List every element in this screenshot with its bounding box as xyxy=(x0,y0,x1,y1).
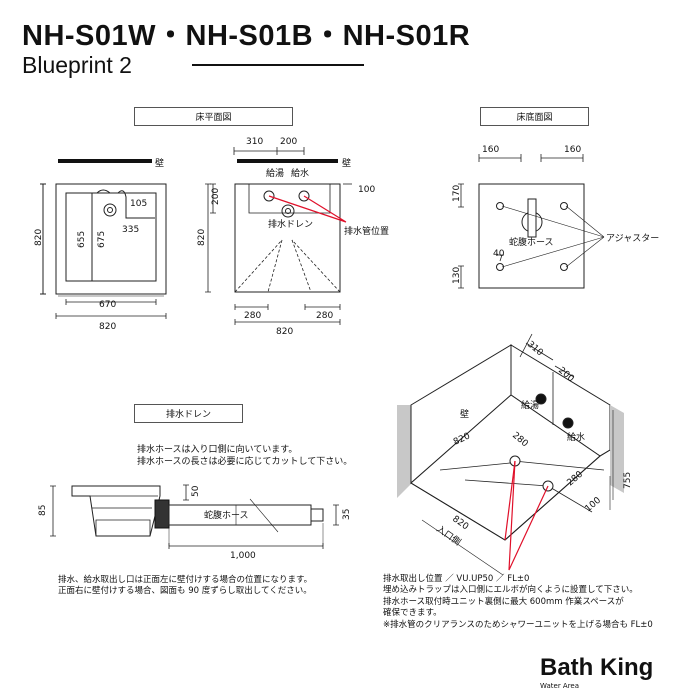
dim-right-280r: 280 xyxy=(316,311,333,321)
hose-bottom xyxy=(527,198,537,238)
floor-plan-label: 床平面図 xyxy=(195,113,232,123)
iso-view xyxy=(397,333,624,576)
wall-bar-right xyxy=(237,159,338,163)
dim-left-655: 655 xyxy=(77,231,87,248)
drain-label-plan: 排水ドレン xyxy=(268,218,313,230)
dim-left-105: 105 xyxy=(130,199,147,209)
dim-bottom-130: 130 xyxy=(452,267,462,284)
adjuster-3 xyxy=(496,263,504,271)
floor-plan-right xyxy=(205,147,352,325)
note-left-1: 排水、給水取出し口は正面左に壁付けする場合の位置になります。 xyxy=(58,575,313,585)
dim-bottom-170: 170 xyxy=(452,185,462,202)
cold-outlet-iso xyxy=(562,417,574,429)
floor-bottom-label: 床底面図 xyxy=(516,113,553,123)
brand-logo: Bath King xyxy=(540,654,654,681)
floor-plan-left xyxy=(40,159,167,319)
drain-coupler xyxy=(154,499,170,529)
bottom-notes-left: 排水、給水取出し口は正面左に壁付けする場合の位置になります。 正面右に壁付けする… xyxy=(58,575,312,598)
dim-iso-100: 100 xyxy=(584,495,604,514)
dim-drain-35: 35 xyxy=(342,509,352,520)
drain-label: 排水ドレン xyxy=(165,410,211,420)
cold-label-plan: 給水 xyxy=(291,167,309,179)
hot-label-iso: 給湯 xyxy=(521,399,539,411)
drain-section xyxy=(50,484,339,549)
hot-outlet-plan xyxy=(263,190,275,202)
cold-label-iso: 給水 xyxy=(567,431,585,443)
wall-right-gray xyxy=(610,405,624,493)
dim-left-820: 820 xyxy=(99,322,116,332)
dim-right-310: 310 xyxy=(246,137,263,147)
dim-drain-50: 50 xyxy=(191,485,201,497)
hose-end xyxy=(310,508,324,522)
hose-label-drain: 蛇腹ホース xyxy=(204,509,249,521)
drain-note-1: 排水ホースは入り口側に向いています。 xyxy=(137,445,298,455)
adjuster-label: アジャスター xyxy=(606,233,659,244)
note-right-5: ※排水管のクリアランスのためシャワーユニットを上げる場合も FL±0 xyxy=(383,619,653,630)
drain-pos-leader xyxy=(268,195,347,223)
dim-right-200: 200 xyxy=(280,137,297,147)
dim-left-335: 335 xyxy=(122,225,139,235)
tray-outline-left xyxy=(55,183,167,295)
dim-drain-length: 1,000 xyxy=(230,551,256,561)
wall-label-iso: 壁 xyxy=(460,408,469,420)
bottom-outline xyxy=(478,183,585,289)
dim-bottom-160r: 160 xyxy=(564,145,581,155)
drain-note-2: 排水ホースの長さは必要に応じてカットして下さい。 xyxy=(137,457,353,468)
drain-circle-left xyxy=(103,203,117,217)
hose-label-bottom: 蛇腹ホース xyxy=(509,236,554,248)
page-title: NH-S01W・NH-S01B・NH-S01R xyxy=(22,20,471,52)
dim-right-100: 100 xyxy=(358,185,375,195)
dim-right-820v: 820 xyxy=(197,229,207,246)
dim-bottom-40: 40 xyxy=(493,249,505,259)
dim-right-200v: 200 xyxy=(211,188,221,205)
note-right-2: 埋め込みトラップは入口側にエルボが向くように設置して下さい。 xyxy=(383,585,638,596)
wall-left-gray xyxy=(397,405,411,498)
brand-logo-sub: Water Area xyxy=(540,682,580,690)
wall-bar-left xyxy=(58,159,152,163)
wall-label-left: 壁 xyxy=(155,157,164,169)
adjuster-2 xyxy=(560,202,568,210)
dim-left-670: 670 xyxy=(99,300,116,310)
floor-bottom-label-box: 床底面図 xyxy=(480,107,589,126)
note-left-2: 正面右に壁付けする場合、図面も 90 度ずらし取出してください。 xyxy=(58,586,312,597)
subtitle-rule xyxy=(192,64,364,66)
adjuster-4 xyxy=(560,263,568,271)
bottom-notes-right: 排水取出し位置 ／ VU.UP50 ／ FL±0 埋め込みトラップは入口側にエル… xyxy=(383,574,653,631)
dim-right-820: 820 xyxy=(276,327,293,337)
floor-plan-label-box: 床平面図 xyxy=(134,107,293,126)
drain-label-box: 排水ドレン xyxy=(134,404,243,423)
dim-bottom-160l: 160 xyxy=(482,145,499,155)
note-right-4: 確保できます。 xyxy=(383,608,442,619)
wall-label-right: 壁 xyxy=(342,157,351,169)
cold-outlet-plan xyxy=(298,190,310,202)
dim-right-280l: 280 xyxy=(244,311,261,321)
page-subtitle: Blueprint 2 xyxy=(22,52,132,78)
adjuster-1 xyxy=(496,202,504,210)
drain-circle-right xyxy=(281,204,295,218)
drain-pos-label: 排水管位置 xyxy=(344,225,389,237)
note-right-3: 排水ホース取付時ユニット裏側に最大 600mm 作業スペースが xyxy=(383,596,624,607)
iso-red-leader xyxy=(508,460,549,571)
floor-bottom xyxy=(458,154,605,289)
drain-notes: 排水ホースは入り口側に向いています。 排水ホースの長さは必要に応じてカットして下… xyxy=(137,444,352,468)
hot-label-plan: 給湯 xyxy=(266,167,284,179)
tray-outline-right xyxy=(234,183,341,293)
dim-drain-85: 85 xyxy=(38,505,48,516)
drain-body xyxy=(71,485,161,537)
hot-outlet-iso xyxy=(535,393,547,405)
dim-left-675: 675 xyxy=(97,231,107,248)
note-right-1: 排水取出し位置 ／ VU.UP50 ／ FL±0 xyxy=(383,574,530,584)
dim-iso-755: 755 xyxy=(623,472,633,489)
dim-left-820v: 820 xyxy=(34,229,44,246)
